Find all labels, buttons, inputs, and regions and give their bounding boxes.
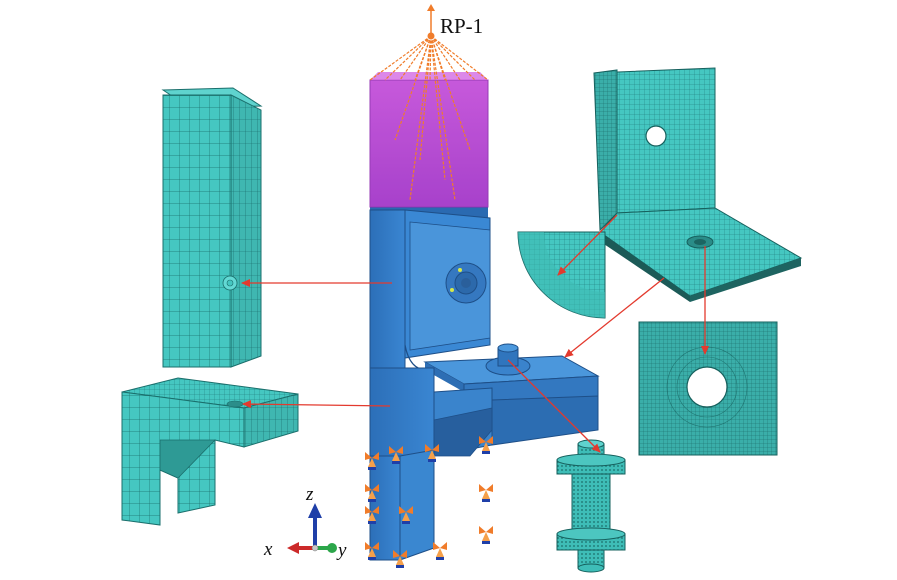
coupling-region <box>369 4 489 208</box>
coupling-line <box>430 35 446 181</box>
coupling-line <box>384 35 432 81</box>
mesh-bolt-part <box>556 439 626 573</box>
mesh-fillet-detail <box>517 231 606 319</box>
fixed-support-icon <box>393 550 407 568</box>
mesh-angle-part <box>593 67 803 302</box>
arrow-to-bracket <box>242 400 391 409</box>
coupling-line <box>430 35 471 151</box>
fixed-support-icon <box>365 542 379 560</box>
fixed-support-icon <box>365 452 379 470</box>
fixed-support-icon <box>389 446 403 464</box>
fixed-support-icon <box>479 526 493 544</box>
fixed-support-icon <box>425 444 439 462</box>
coupling-line <box>409 35 432 201</box>
arrow-to-angle-plate <box>564 277 665 358</box>
coupling-line <box>394 35 432 141</box>
fixed-support-icon <box>399 506 413 524</box>
reference-point-label: RP-1 <box>440 14 484 38</box>
fixed-support-icon <box>479 436 493 454</box>
z-axis-arrow-icon <box>308 503 322 518</box>
mesh-bracket-part <box>121 377 299 526</box>
coordinate-triad <box>287 503 337 554</box>
fixed-support-icon <box>365 484 379 502</box>
coupling-line <box>369 35 432 81</box>
fixed-support-icon <box>433 542 447 560</box>
fixed-support-icon <box>365 506 379 524</box>
coupling-line <box>430 35 456 201</box>
arrow-to-bolt <box>507 359 601 453</box>
x-axis-label: x <box>264 539 273 560</box>
x-axis-arrow-icon <box>287 542 299 554</box>
fixed-support-icon <box>479 484 493 502</box>
mesh-column-part <box>161 87 263 368</box>
mesh-plate-with-hole <box>638 321 778 456</box>
callout-arrows <box>241 214 709 453</box>
coupling-line <box>419 35 432 161</box>
y-axis-marker <box>327 543 337 553</box>
boundary-condition-symbols <box>365 436 493 568</box>
z-axis-label: z <box>306 484 314 505</box>
y-axis-label: y <box>338 540 347 561</box>
arrow-to-fillet <box>557 214 618 276</box>
coupling-line <box>430 35 489 81</box>
coupling-line <box>430 35 476 81</box>
reference-point-arrow-icon <box>427 4 435 11</box>
steel-assembly <box>369 207 600 561</box>
